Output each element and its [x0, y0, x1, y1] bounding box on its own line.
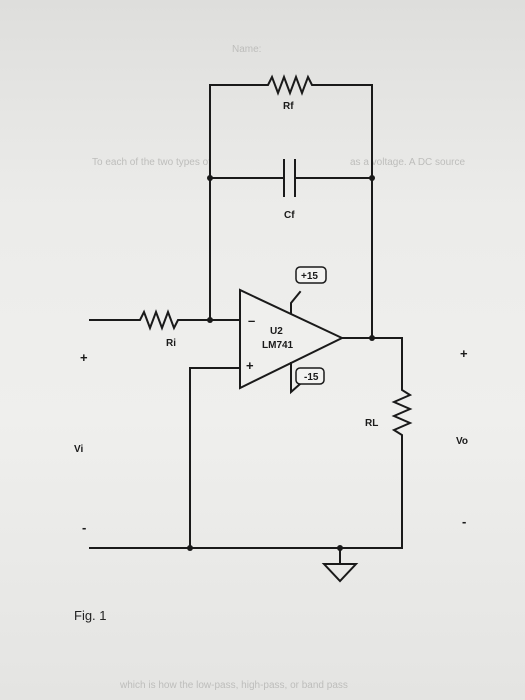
- rl-wire: [391, 337, 413, 549]
- input-plus-sign: +: [80, 350, 88, 365]
- ri-wire: [89, 309, 241, 331]
- opamp-lm741: – + U2 LM741 +15 -15: [239, 266, 345, 395]
- noninverting-ground-wire: [189, 367, 241, 549]
- ground-icon: [321, 547, 359, 583]
- bleed-text-bottom: which is how the low-pass, high-pass, or…: [119, 680, 348, 691]
- input-minus-sign: -: [82, 520, 86, 535]
- bleed-text-top: Name:: [232, 44, 261, 55]
- rf-label: Rf: [283, 101, 294, 112]
- output-minus-sign: -: [462, 514, 466, 529]
- positive-supply-label: +15: [301, 271, 318, 282]
- opamp-part-label: LM741: [262, 340, 294, 351]
- figure-caption: Fig. 1: [74, 608, 107, 623]
- junction-ground-left: [187, 545, 193, 551]
- bleed-text-middle-right: as a voltage. A DC source: [350, 157, 466, 168]
- input-label: Vi: [74, 444, 83, 455]
- noninverting-input-sign: +: [246, 358, 254, 373]
- rf-wire: [209, 74, 373, 179]
- rl-label: RL: [365, 418, 378, 429]
- positive-supply-box: [295, 266, 327, 284]
- cf-label: Cf: [284, 210, 295, 221]
- junction-output: [369, 335, 375, 341]
- rf-branch: [209, 74, 373, 179]
- inverting-input-sign: –: [248, 313, 255, 328]
- negative-supply-label: -15: [304, 372, 319, 383]
- junction-inverting: [207, 317, 213, 323]
- negative-supply-lead: [290, 362, 302, 395]
- output-label: Vo: [456, 436, 468, 447]
- positive-supply-lead: [290, 290, 302, 314]
- cf-branch: [207, 159, 375, 197]
- output-plus-sign: +: [460, 346, 468, 361]
- ri-label: Ri: [166, 338, 176, 349]
- negative-supply-box: [295, 367, 325, 385]
- opamp-ref-label: U2: [270, 326, 283, 337]
- bleed-text-middle-left: To each of the two types of: [92, 157, 211, 168]
